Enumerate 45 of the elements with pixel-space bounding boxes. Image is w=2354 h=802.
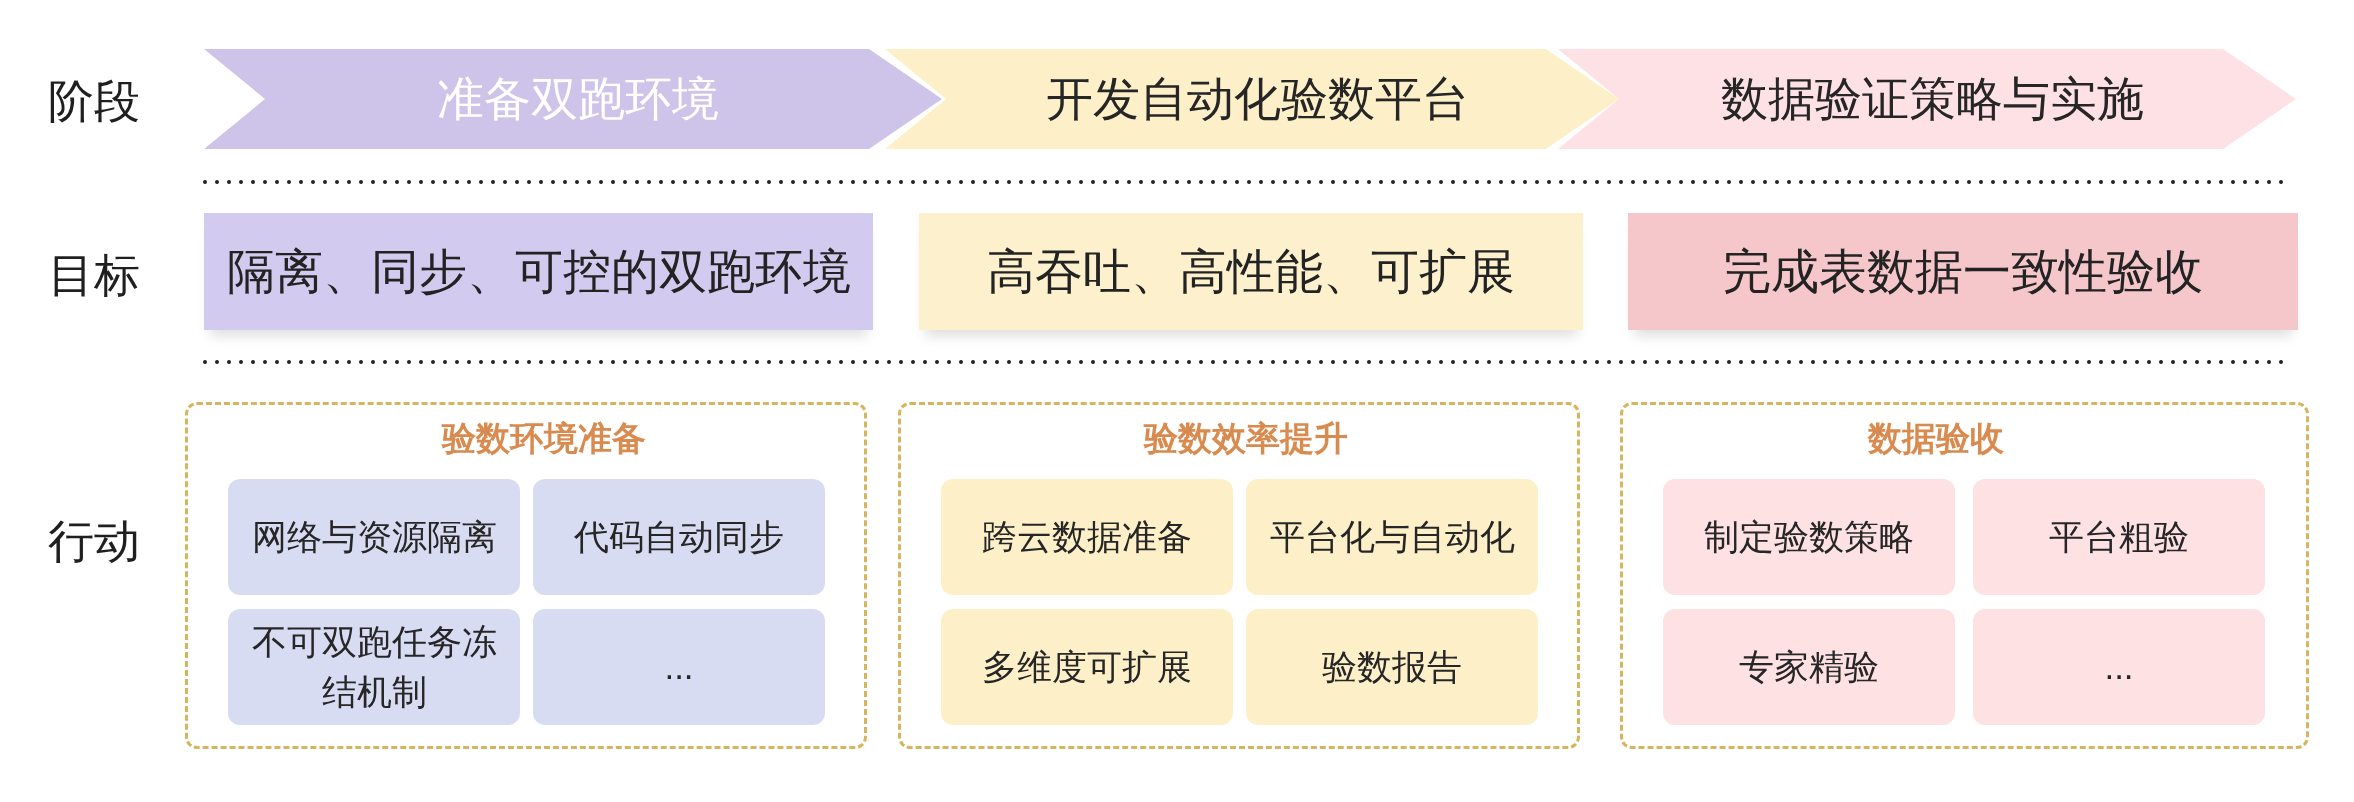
action-group [1620,402,2309,749]
action-card [1973,609,2265,725]
action-text: 多维度可扩展 [982,646,1192,688]
action-card [228,479,520,595]
action-card [1663,479,1955,595]
action-text: 跨云数据准备 [982,516,1192,558]
goal-panel [204,213,873,330]
goal-text: 高吞吐、高性能、可扩展 [987,243,1515,300]
phase-band [885,49,1619,149]
phase-title: 准备双跑环境 [436,71,719,127]
group-title: 验数效率提升 [1144,418,1348,459]
action-card [533,609,825,725]
phase-band [1558,49,2296,149]
action-text: 制定验数策略 [1704,516,1914,558]
action-text: 网络与资源隔离 [251,516,497,558]
action-card [1246,479,1538,595]
action-text: ... [2104,646,2134,688]
action-text: 专家精验 [1739,646,1879,688]
action-card [1246,609,1538,725]
action-card [533,479,825,595]
phase-title: 数据验证策略与实施 [1719,71,2144,127]
action-text: 代码自动同步 [574,516,784,558]
goal-text: 完成表数据一致性验收 [1723,243,2203,300]
phase-title: 开发自动化验数平台 [1044,71,1469,127]
group-title: 验数环境准备 [442,418,646,459]
goal-text: 隔离、同步、可控的双跑环境 [226,243,851,300]
action-text: 平台化与自动化 [1269,516,1515,558]
phase-band [204,49,942,149]
action-card [1973,479,2265,595]
row-label: 目标 [48,248,140,303]
row-label: 行动 [48,514,140,569]
action-text: 不可双跑任务冻结机制 [250,621,498,713]
action-text: 平台粗验 [2049,516,2189,558]
action-text: ... [664,646,694,688]
action-card [941,609,1233,725]
action-group [898,402,1580,749]
row-label: 阶段 [48,74,140,129]
goal-panel [1628,213,2298,330]
group-title: 数据验收 [1867,418,2004,459]
goal-panel [919,213,1583,330]
action-card [941,479,1233,595]
action-card [1663,609,1955,725]
action-group [185,402,867,749]
action-text: 验数报告 [1322,646,1462,688]
action-card [228,609,520,725]
